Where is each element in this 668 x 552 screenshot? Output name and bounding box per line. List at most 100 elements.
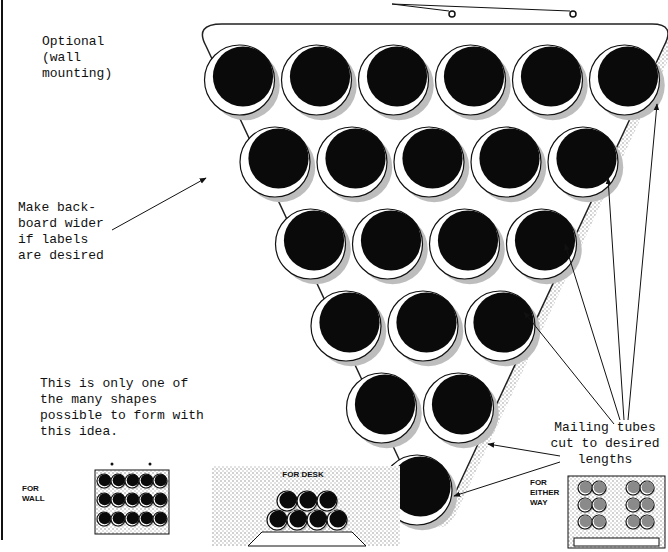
tube-opening — [141, 474, 153, 486]
mounting-hole — [449, 11, 455, 17]
mailing-tube — [424, 373, 494, 443]
mailing-tube — [240, 127, 310, 197]
tube-opening — [309, 510, 326, 527]
tube-opening — [521, 46, 581, 106]
wall-thumbnail — [95, 470, 169, 534]
mailing-tube — [139, 493, 153, 507]
mounting-hole — [570, 11, 576, 17]
tube-opening — [329, 510, 346, 527]
mailing-tube — [471, 127, 541, 197]
mailing-tube — [513, 45, 583, 115]
leader-line — [524, 312, 614, 424]
mailing-tube — [347, 373, 417, 443]
note-label: Optional (wall mounting) — [42, 34, 124, 82]
leader-line — [392, 4, 570, 11]
tube-opening — [642, 498, 654, 510]
mailing-tube — [111, 474, 125, 488]
mailing-tube — [592, 481, 606, 495]
tube-opening — [113, 474, 125, 486]
tube-opening — [269, 510, 286, 527]
tube-opening — [127, 493, 139, 505]
desk-thumbnail — [212, 466, 400, 546]
mailing-tube — [317, 127, 387, 197]
tube-opening — [580, 481, 592, 493]
mailing-tube — [626, 481, 640, 495]
mailing-tube — [139, 474, 153, 488]
tube-opening — [99, 474, 111, 486]
mailing-tube — [277, 491, 297, 511]
mailing-tube — [626, 515, 640, 529]
leader-line — [628, 104, 657, 420]
mailing-tube — [153, 512, 167, 526]
tube-opening — [141, 493, 153, 505]
mailing-tube — [307, 510, 327, 530]
leader-line — [565, 244, 620, 420]
mailing-tube — [125, 474, 139, 488]
note-label: Make back- board wider if labels are des… — [18, 200, 114, 264]
tube-opening — [598, 46, 658, 106]
mailing-tube — [111, 493, 125, 507]
tube-opening — [127, 512, 139, 524]
leader-line — [608, 178, 624, 420]
mailing-tube — [282, 45, 352, 115]
leader-line — [112, 178, 206, 230]
tube-opening — [473, 292, 533, 352]
tube-opening — [361, 210, 421, 270]
mailing-tube — [640, 481, 654, 495]
frame-line — [1, 0, 3, 540]
tube-opening — [556, 128, 616, 188]
tube-opening — [155, 493, 167, 505]
mailing-tube — [590, 45, 660, 115]
tube-opening — [248, 128, 308, 188]
tube-opening — [319, 491, 336, 508]
tube-opening — [444, 46, 504, 106]
mailing-tube — [592, 498, 606, 512]
tube-opening — [284, 210, 344, 270]
tube-opening — [113, 493, 125, 505]
mailing-tube — [125, 493, 139, 507]
mailing-tube — [465, 291, 535, 361]
thumbnail-label: FOR DESK — [268, 470, 338, 480]
mailing-tube — [125, 512, 139, 526]
mailing-tube — [297, 491, 317, 511]
mailing-tube — [97, 474, 111, 488]
tube-opening — [155, 512, 167, 524]
tube-opening — [515, 210, 575, 270]
mailing-tube — [353, 209, 423, 279]
mailing-tube — [430, 209, 500, 279]
tube-opening — [141, 512, 153, 524]
mailing-tube — [111, 512, 125, 526]
tube-opening — [99, 512, 111, 524]
mailing-tube — [578, 498, 592, 512]
tube-opening — [325, 128, 385, 188]
tube-opening — [432, 374, 492, 434]
mailing-tube — [153, 493, 167, 507]
mailing-tube — [205, 45, 275, 115]
mailing-tube — [548, 127, 618, 197]
either-thumbnail — [568, 476, 665, 548]
backboard — [202, 24, 668, 517]
note-label: This is only one of the many shapes poss… — [40, 376, 208, 440]
mailing-tube — [276, 209, 346, 279]
tube-opening — [580, 515, 592, 527]
tube-opening — [367, 46, 427, 106]
mailing-tube — [311, 291, 381, 361]
mailing-tube — [97, 493, 111, 507]
note-label: Mailing tubes cut to desired lengths — [546, 420, 664, 468]
thumbnail-label: FOR WALL — [22, 484, 52, 504]
tube-opening — [290, 46, 350, 106]
tube-opening — [299, 491, 316, 508]
mailing-tube — [153, 474, 167, 488]
tube-opening — [127, 474, 139, 486]
mailing-tube — [388, 291, 458, 361]
tube-opening — [355, 374, 415, 434]
mailing-tube — [578, 515, 592, 529]
tube-opening — [289, 510, 306, 527]
tube-opening — [642, 481, 654, 493]
leader-line — [488, 444, 560, 456]
mailing-tube — [578, 481, 592, 495]
tube-opening — [594, 498, 606, 510]
thumbnail-label: FOR EITHER WAY — [530, 478, 566, 508]
mailing-tube — [640, 498, 654, 512]
